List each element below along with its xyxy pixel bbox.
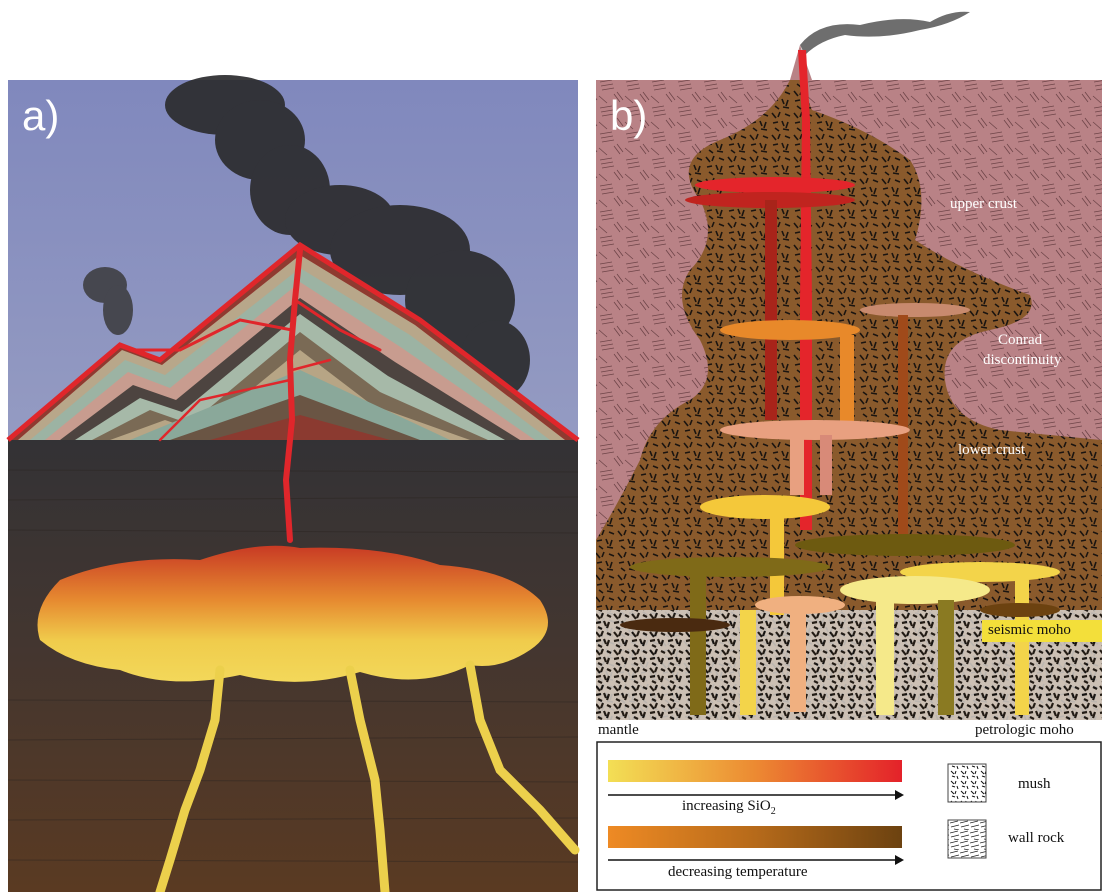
feeder (876, 600, 894, 715)
feeder (820, 435, 832, 495)
dyke-network (128, 247, 382, 543)
panel-a-label: a) (22, 92, 60, 139)
ground-strata (7, 469, 579, 863)
mush-legend-label: mush (1018, 776, 1051, 792)
conrad-label-line1: Conrad (998, 332, 1043, 348)
sill (860, 303, 970, 317)
feeder (740, 610, 756, 715)
sill (840, 576, 990, 604)
eruption-plume (800, 11, 970, 55)
wall-rock-swatch (947, 819, 987, 859)
central-conduit (798, 50, 812, 530)
sio2-legend-subscript: 2 (770, 806, 776, 817)
sill (620, 618, 730, 632)
sio2-legend-label: increasing SiO2 (682, 798, 776, 817)
seismic-moho-band (982, 620, 1102, 642)
panel-b-label: b) (610, 92, 648, 139)
temperature-arrow-head (895, 855, 904, 865)
panel-a (6, 75, 580, 892)
temperature-gradient-bar (608, 826, 902, 848)
feeder (765, 200, 777, 420)
feeder (790, 435, 804, 495)
upper-crust-label: upper crust (950, 196, 1018, 212)
seismic-moho-label: seismic moho (988, 622, 1071, 638)
sio2-arrow-head (895, 790, 904, 800)
sill (720, 420, 910, 440)
feeder (898, 315, 908, 535)
sill (980, 603, 1060, 617)
temperature-legend-label: decreasing temperature (668, 864, 808, 880)
feeder (790, 612, 806, 712)
panel-b (596, 11, 1102, 891)
feeder (938, 600, 954, 715)
sill (700, 495, 830, 519)
feeder (840, 335, 854, 435)
sill (630, 557, 830, 577)
magma-chamber (37, 545, 548, 682)
sill (795, 534, 1015, 556)
sio2-gradient-bar (608, 760, 902, 782)
feeder-dykes (155, 660, 580, 892)
ash-plume-small (83, 267, 133, 335)
sill (695, 177, 855, 193)
mush-swatch (947, 763, 987, 803)
ash-plume-main (165, 75, 530, 400)
conrad-label-line2: discontinuity (983, 352, 1062, 368)
sio2-legend-text: increasing SiO (682, 798, 771, 814)
wall-rock-legend-label: wall rock (1008, 830, 1065, 846)
sill (755, 596, 845, 614)
feeder (690, 575, 706, 715)
lower-crust-label: lower crust (958, 442, 1026, 458)
mantle-label: mantle (598, 722, 639, 738)
sill (720, 320, 860, 340)
feeder (1015, 580, 1029, 715)
magma-sills (620, 177, 1060, 715)
petrologic-moho-label: petrologic moho (975, 722, 1074, 738)
